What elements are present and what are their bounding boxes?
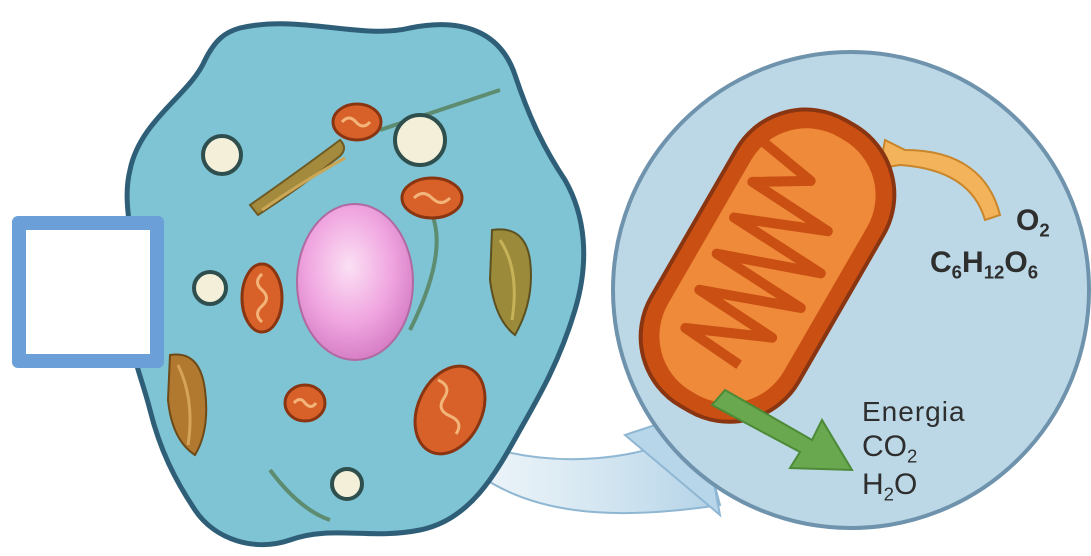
- vesicle: [332, 469, 362, 499]
- mitochondrion-small: [285, 385, 325, 421]
- vesicle: [203, 136, 241, 174]
- vesicle: [194, 272, 226, 304]
- label-carbon-dioxide: CO2: [862, 432, 917, 466]
- nucleus: [297, 204, 413, 360]
- label-glucose: C6H12O6: [930, 248, 1038, 282]
- mitochondrion-small: [402, 178, 462, 218]
- answer-box[interactable]: [12, 216, 164, 368]
- vesicle: [395, 115, 445, 165]
- mitochondrion-small: [333, 104, 381, 140]
- label-energy: Energia: [862, 398, 966, 426]
- label-oxygen: O2: [1016, 206, 1050, 240]
- mitochondrion-small: [242, 264, 282, 332]
- label-water: H2O: [862, 470, 917, 504]
